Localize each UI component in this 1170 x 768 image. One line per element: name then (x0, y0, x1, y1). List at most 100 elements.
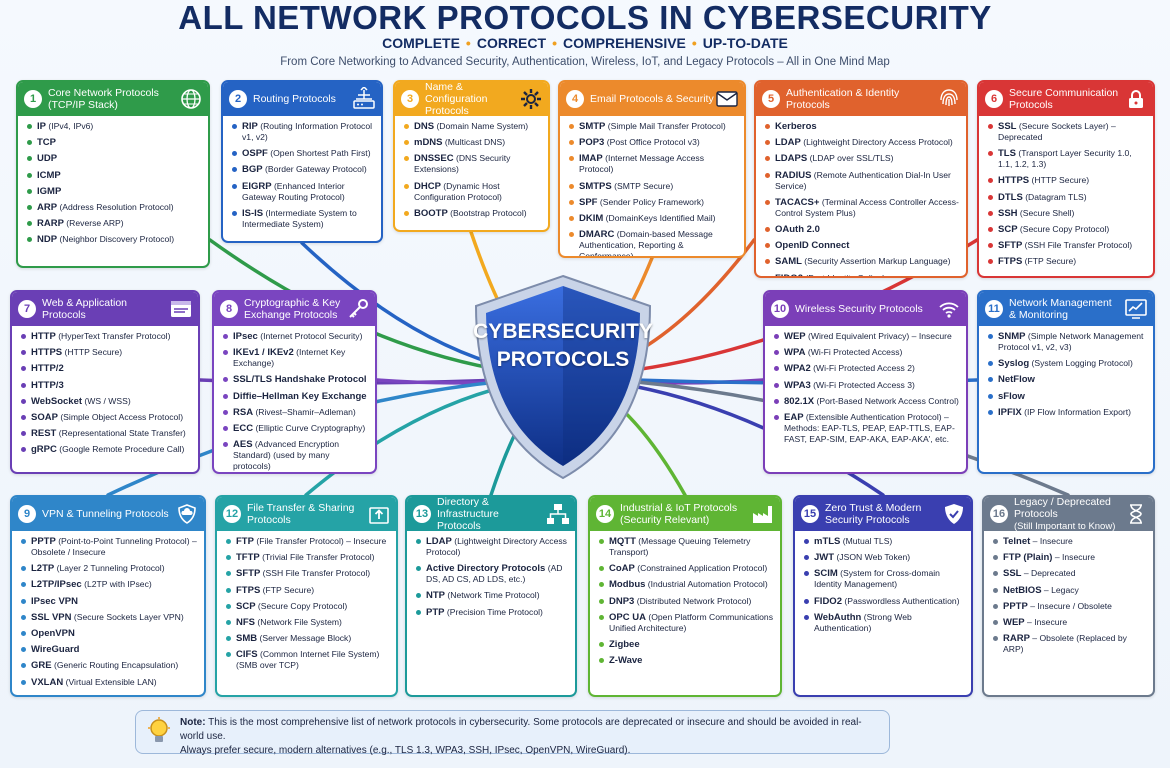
protocol-desc: (Elliptic Curve Cryptography) (253, 422, 366, 433)
protocol-name: CoAP (609, 563, 635, 575)
center-shield-icon (474, 274, 652, 480)
category-title-line1: Authentication & Identity (786, 87, 900, 99)
protocol-item: SAML (Security Assertion Markup Language… (764, 256, 960, 267)
protocol-desc: (System for Cross-domain Identity Manage… (814, 568, 940, 590)
protocol-item: NetBIOS – Legacy (992, 585, 1147, 596)
category-title: Routing Protocols (253, 93, 336, 105)
protocol-item: BGP (Border Gateway Protocol) (231, 164, 375, 175)
category-number: 9 (18, 505, 36, 523)
protocol-name: TFTP (236, 552, 260, 564)
category-title: Wireless Security Protocols (795, 303, 923, 315)
protocol-list: IPsec (Internet Protocol Security)IKEv1 … (214, 326, 375, 472)
protocol-desc: (Trivial File Transfer Protocol) (259, 552, 375, 563)
protocol-name: MQTT (609, 536, 636, 547)
category-title: Email Protocols & Security (590, 93, 714, 105)
protocol-name: UDP (37, 153, 58, 165)
protocol-item: IMAP (Internet Message Access Protocol) (568, 153, 738, 175)
protocol-item: mTLS (Mutual TLS) (803, 536, 965, 547)
protocol-name: 802.1X (784, 395, 815, 407)
protocol-item: SFTP (SSH File Transfer Protocol) (987, 240, 1147, 251)
protocol-desc: (Simple Mail Transfer Protocol) (605, 121, 726, 131)
protocol-desc: (Port-Based Network Access Control) (814, 395, 959, 406)
category-number: 10 (771, 300, 789, 318)
protocol-item: NetFlow (987, 374, 1147, 385)
protocol-item: BOOTP (Bootstrap Protocol) (403, 208, 542, 219)
protocol-name: DNSSEC (414, 153, 454, 165)
protocol-item: TLS (Transport Layer Security 1.0, 1.1, … (987, 148, 1147, 170)
protocol-desc: (FTP Secure) (260, 584, 315, 595)
protocol-desc: (System Logging Protocol) (1029, 358, 1133, 369)
hierarchy-icon (547, 504, 569, 524)
protocol-name: TLS (998, 148, 1016, 160)
lock-icon (1129, 90, 1143, 108)
protocol-name: RIP (242, 121, 258, 132)
protocol-desc: (Post Office Protocol v3) (604, 137, 700, 148)
protocol-item: LDAPS (LDAP over SSL/TLS) (764, 153, 960, 164)
protocol-name: WPA2 (784, 363, 811, 375)
protocol-desc: (Common Internet File System) (SMB over … (236, 649, 380, 671)
protocol-desc: (Strong Web Authentication) (814, 611, 912, 633)
protocol-desc: (IP Flow Information Export) (1021, 406, 1131, 417)
protocol-name: FTPS (236, 584, 261, 596)
protocol-name: AES (233, 439, 253, 451)
protocol-desc: (Wi-Fi Protected Access 2) (810, 363, 915, 374)
protocol-item: IS-IS (Intermediate System to Intermedia… (231, 208, 375, 230)
protocol-name: SAML (775, 256, 802, 268)
protocol-name: IP (37, 121, 46, 132)
protocol-item: LDAP (Lightweight Directory Access Proto… (415, 536, 569, 558)
protocol-desc: – Insecure / Obsolete (1027, 600, 1112, 611)
protocol-desc: (Lightweight Directory Access Protocol) (426, 536, 567, 557)
protocol-name: BGP (242, 164, 263, 176)
protocol-name: CIFS (236, 649, 258, 661)
protocol-item: REST (Representational State Transfer) (20, 428, 192, 439)
category-title-line1: Email Protocols & Security (590, 93, 714, 105)
center-title-line2: PROTOCOLS (496, 348, 630, 371)
protocol-name: ARP (37, 201, 58, 213)
protocol-item: DTLS (Datagram TLS) (987, 192, 1147, 203)
upload-icon (369, 507, 389, 524)
protocol-desc: (Datagram TLS) (1022, 191, 1087, 202)
protocol-item: EIGRP (Enhanced Interior Gateway Routing… (231, 181, 375, 203)
note-label: Note: (180, 717, 206, 728)
protocol-item: Diffie–Hellman Key Exchange (222, 391, 369, 402)
protocol-name: RSA (233, 406, 254, 418)
protocol-item: RADIUS (Remote Authentication Dial-In Us… (764, 170, 960, 192)
protocol-item: sFlow (987, 391, 1147, 402)
protocol-name: SSL/TLS Handshake Protocol (233, 374, 367, 386)
category-title: Core Network Protocols(TCP/IP Stack) (48, 87, 159, 111)
page-title: ALL NETWORK PROTOCOLS IN CYBERSECURITY (178, 0, 992, 36)
protocol-item: L2TP (Layer 2 Tunneling Protocol) (20, 563, 198, 574)
protocol-item: FIDO2 (Passwordless Authentication) (803, 596, 965, 607)
protocol-list: RIP (Routing Information Protocol v1, v2… (223, 116, 381, 230)
protocol-item: IGMP (26, 186, 202, 197)
protocol-name: IS-IS (242, 207, 264, 219)
protocol-desc: (Server Message Block) (257, 633, 352, 644)
category-title-line2: (TCP/IP Stack) (48, 99, 118, 111)
protocol-name: SMB (236, 633, 258, 645)
category-number: 16 (990, 505, 1008, 523)
protocol-desc: (Secure Copy Protocol) (1017, 223, 1110, 234)
protocol-item: Z-Wave (598, 655, 774, 666)
protocol-desc: (Bootstrap Protocol) (447, 207, 527, 218)
protocol-list: PPTP (Point-to-Point Tunneling Protocol)… (12, 531, 204, 688)
category-title: Industrial & IoT Protocols(Security Rele… (620, 502, 737, 526)
protocol-item: IP (IPv4, IPv6) (26, 121, 202, 132)
protocol-item: Zigbee (598, 639, 774, 650)
protocol-item: SSH (Secure Shell) (987, 208, 1147, 219)
protocol-desc: (Distributed Network Protocol) (634, 595, 752, 606)
category-title-line1: Zero Trust & Modern (825, 502, 922, 514)
protocol-desc: (Border Gateway Protocol) (262, 164, 367, 175)
protocol-item: OAuth 2.0 (764, 224, 960, 235)
